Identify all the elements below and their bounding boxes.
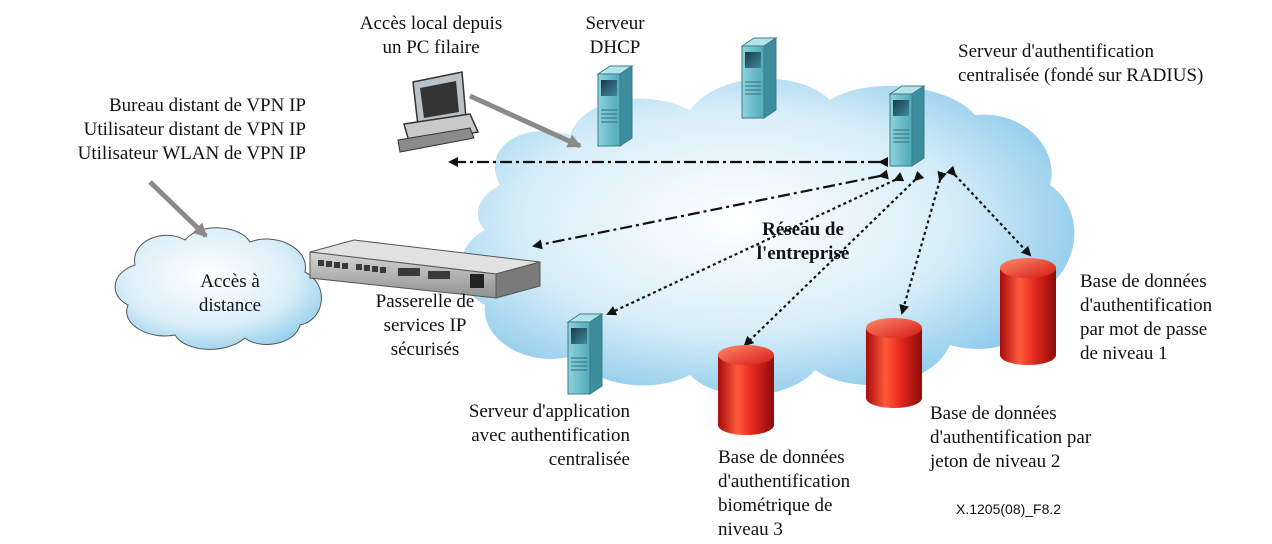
remote-access-label: Accès à distance: [198, 271, 262, 316]
db-level3-icon: [718, 345, 774, 435]
gateway-appliance-icon: [309, 239, 541, 299]
gateway-label: Passerelle de services IP sécurisés: [375, 291, 475, 360]
local-access-arrow: [468, 93, 582, 149]
db-level2-label: Base de données d'authentification par j…: [930, 403, 1092, 472]
dhcp-server-label: Serveur DHCP: [585, 13, 645, 58]
auth-server-label: Serveur d'authentification centralisée (…: [958, 41, 1204, 86]
db-level3-label: Base de données d'authentification biomé…: [718, 447, 851, 540]
dhcp-server-icon: [596, 65, 634, 147]
figure-code: X.1205(08)_F8.2: [956, 501, 1062, 517]
remote-users-label: Bureau distant de VPN IP Utilisateur dis…: [77, 95, 306, 164]
db-level1-label: Base de données d'authentification par m…: [1080, 271, 1213, 364]
server-icon: [740, 37, 778, 119]
app-server-label: Serveur d'application avec authentificat…: [468, 401, 630, 470]
remote-users-arrow: [148, 180, 208, 238]
auth-server-icon: [888, 85, 926, 167]
link-auth-to-db2: [899, 170, 948, 315]
enterprise-network-label: Réseau de l'entreprise: [756, 219, 850, 264]
link-auth-to-db1: [945, 165, 1032, 257]
app-server-icon: [566, 313, 604, 395]
link-auth-to-gateway: [532, 169, 889, 250]
db-level1-icon: [1000, 258, 1056, 365]
db-level2-icon: [866, 318, 922, 408]
local-access-label: Accès local depuis un PC filaire: [359, 13, 503, 58]
desktop-pc-icon: [397, 71, 480, 153]
